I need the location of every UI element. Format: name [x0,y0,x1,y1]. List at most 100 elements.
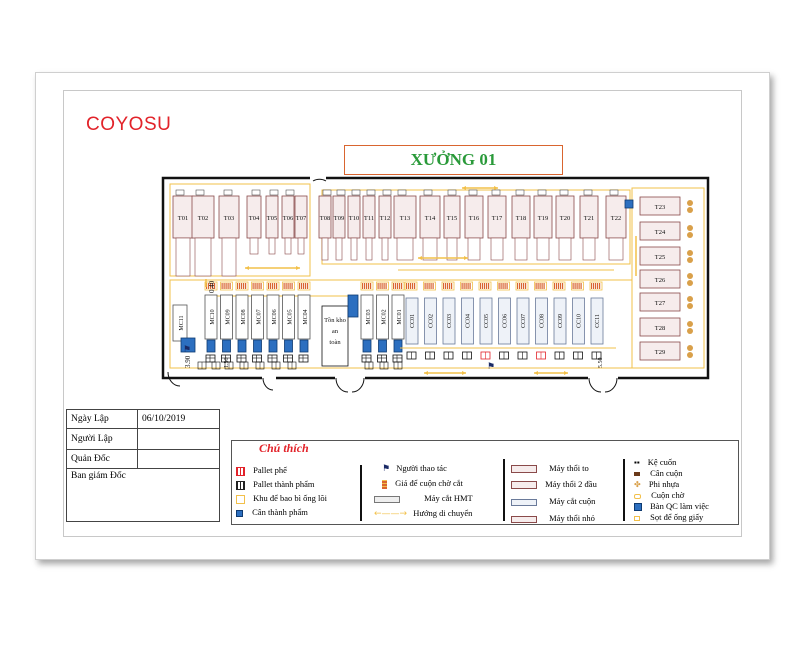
roll-rack [391,281,405,291]
shelf [537,189,547,196]
roll-rack-bar [537,283,539,289]
shelf [423,189,433,196]
legend-divider [503,459,505,521]
door-gap [262,374,276,382]
walkway [631,187,705,369]
roll-rack [404,281,418,291]
roll-rack-bar [307,283,309,289]
plastic-drum [687,273,693,279]
qc-desk [624,199,634,209]
dimension-label: 0.40 [208,280,216,293]
plastic-drum [687,296,693,302]
roll-rack-bar [506,283,508,289]
workshop-title: XƯỞNG 01 [344,145,563,175]
roll-cutter [405,297,419,345]
roll-rack-bar [377,283,379,289]
shelf [468,189,478,196]
machine-label: CC02 [429,314,435,328]
shelf [351,189,361,196]
roll-rack [376,281,389,291]
roll-rack-bar [366,283,368,289]
dual-blower-icon [511,481,537,490]
machine-label: T06 [283,215,294,222]
blower-body [297,237,305,255]
blower-body [221,237,237,277]
roll-rack-bar [502,283,504,289]
machine-label: MC05 [288,309,294,324]
roll-rack-bar [424,283,426,289]
roll-rack-bar [399,283,401,289]
blower-machine [639,292,681,312]
cutter-machine [360,294,374,340]
machine-label: MC07 [257,309,263,324]
roll-rack-bar [239,283,241,289]
roll-rack [534,281,547,291]
roll-rack-bar [212,283,214,289]
legend-item: Máy cắt HMT [374,493,473,503]
roll-rack-bar [574,283,576,289]
roll-rack-bar [285,283,287,289]
roll-rack-bar [482,283,484,289]
roll-rack-bar [268,283,270,289]
roll-rack-bar [426,283,428,289]
roll-rack-bar [480,283,482,289]
arrow-head [494,186,498,190]
roll-rack-bar [449,283,451,289]
machine-label: T19 [538,215,548,222]
roll-rack [220,281,233,291]
operator-icon: ⚑ [183,344,191,354]
shelf [195,189,205,196]
plastic-drum-icon: ✤ [634,480,641,489]
roll-rack-bar [504,283,506,289]
shelf [336,189,346,196]
product-pallet [267,354,278,363]
machine-label: MC09 [226,309,232,324]
roll-cutter [498,297,511,345]
roll-cutter [479,297,493,345]
product-pallet [361,354,372,363]
plastic-drum [687,280,693,286]
roll-rack-bar [408,283,410,289]
hmt-cutter [299,339,309,353]
product-pallet [205,354,216,363]
shelf [397,189,407,196]
roll-rack-bar [208,283,210,289]
plastic-drum [687,345,693,351]
blower-body [321,237,329,261]
roll-rack-bar [401,283,403,289]
product-pallet [283,354,293,363]
storage-area [321,305,349,367]
inner-frame [63,90,742,537]
arrow-head [424,371,428,375]
dimension-label: 3.90 [184,355,192,368]
shelf [366,189,376,196]
roll-rack-bar [410,283,412,289]
roll-rack [460,281,473,291]
machine-label: T08 [320,215,330,222]
arrow-head [534,371,538,375]
machine-label: T14 [425,215,436,222]
roll-rack-bar [554,283,556,289]
plastic-drum [687,328,693,334]
roll-rack-bar [412,283,414,289]
info-label: Ngày Lập [66,409,138,429]
machine-label: MC08 [241,309,247,324]
roll-rack-bar [599,283,601,289]
cutter-machine [172,304,188,342]
storage-label: an [332,328,339,335]
blower-body [365,237,373,261]
roll-rack-bar [498,283,500,289]
roll-rack-bar [443,283,445,289]
legend-item: Máy thổi nhỏ [511,513,595,523]
blower-body [268,237,276,255]
roll-rack-bar [484,283,486,289]
roll-rack-bar [521,283,523,289]
blower-body [558,237,572,261]
roll-rack-bar [381,283,383,289]
machine-label: T17 [492,215,503,222]
blower-machine [639,221,681,241]
roll-rack-bar [463,283,465,289]
roll-rack-bar [486,283,488,289]
machine-label: T01 [178,215,188,222]
